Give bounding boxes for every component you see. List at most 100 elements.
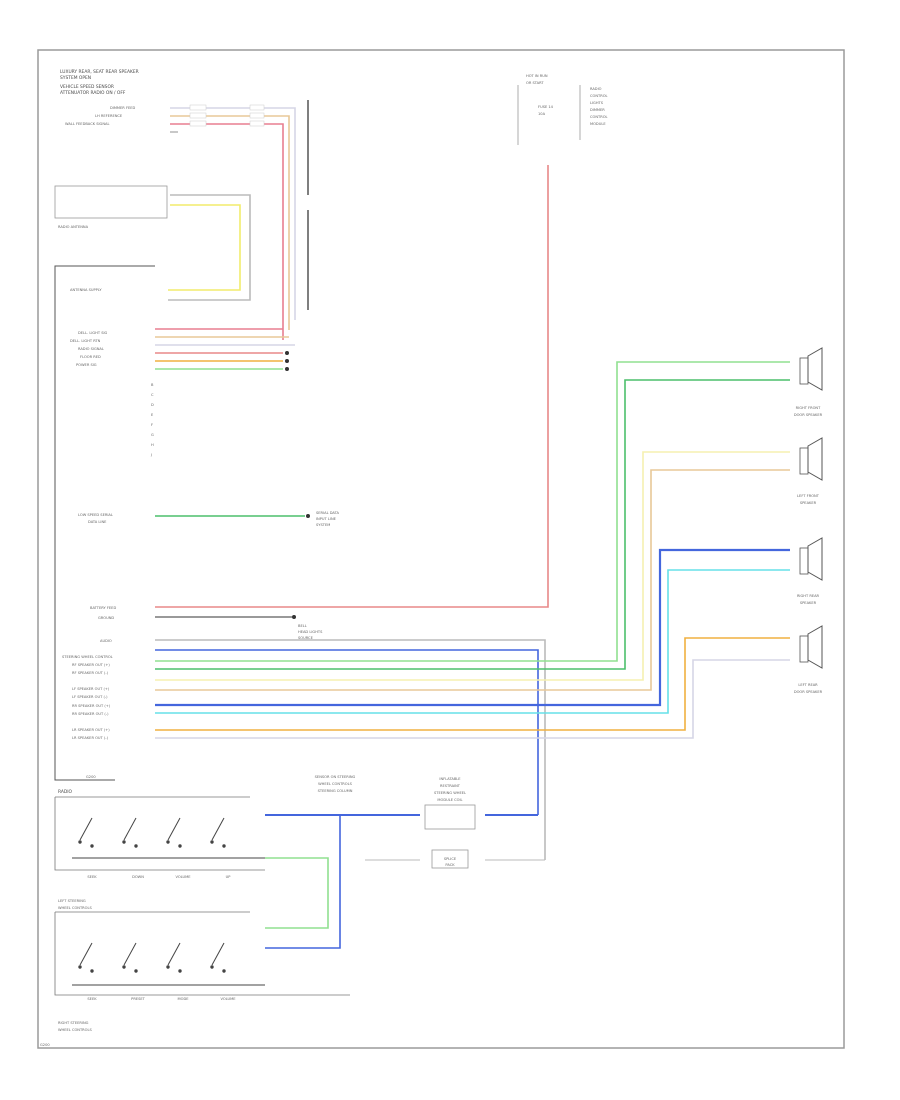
spk-pin-label-7: RR SPEAKER OUT (+) [72, 704, 111, 708]
svg-text:B: B [151, 383, 154, 387]
data-line-target-2: INPUT LINE [316, 517, 337, 521]
battery-feed-label: BATTERY FEED [90, 606, 116, 610]
top-pin-labels: DIMMER FEED LH REFERENCE WALL FEEDBACK S… [65, 106, 136, 126]
sw2-label-3: MODE [178, 997, 190, 1001]
sensor-labels: SENSOR ON STEERING WHEEL CONTROLS STEERI… [315, 775, 356, 793]
svg-text:F: F [151, 423, 153, 427]
spk-pin-label-3: RF SPEAKER OUT (+) [72, 663, 110, 667]
fuse-side-label-1: RADIO [590, 87, 602, 91]
diagram-border [37, 49, 845, 1049]
spk-pin-label-8: RR SPEAKER OUT (-) [72, 712, 109, 716]
speaker-rf-label-1: RIGHT FRONT [796, 406, 821, 410]
spk-pin-label-1: AUDIO [100, 639, 112, 643]
radio-module-outline [54, 265, 155, 781]
speaker-rf: RIGHT FRONT DOOR SPEAKER [794, 347, 823, 417]
left-pin-labels: ANTENNA SUPPLY DELL. LIGHT SIG DELL. LIG… [70, 288, 108, 367]
ground-target-2: HEAD LIGHTS [298, 630, 323, 634]
radio-label-1: LUXURY REAR, SEAT REAR SPEAKER [60, 69, 139, 75]
spk-pin-label-2: STEERING WHEEL CONTROL [62, 655, 113, 659]
antenna-wires [168, 194, 251, 301]
sensor-label-1: SENSOR ON STEERING [315, 775, 356, 779]
speaker-rf-label-2: DOOR SPEAKER [794, 413, 823, 417]
top-pin-label-1: DIMMER FEED [110, 106, 136, 110]
spk-pin-label-6: LF SPEAKER OUT (-) [72, 695, 108, 699]
data-line-target-3: SYSTEM [316, 523, 330, 527]
data-line-label-1: LOW SPEED SERIAL [78, 513, 113, 517]
speaker-lr-label-2: DOOR SPEAKER [794, 690, 823, 694]
pin-numbers: B C D E F G H J [150, 383, 154, 457]
top-pin-label-3: WALL FEEDBACK SIGNAL [65, 122, 109, 126]
data-line-label-2: DATA LINE [88, 520, 107, 524]
ground-label: GROUND [98, 616, 114, 620]
switch-group-2-title-2: WHEEL CONTROLS [58, 906, 92, 910]
left-pin-label-5: RADIO SIGNAL [78, 347, 104, 351]
fuse-side-label-2: CONTROL [590, 94, 608, 98]
sw1-label-4: UP [226, 875, 232, 879]
switch-group-2-box [54, 911, 350, 996]
ground-target-1: BELL [298, 624, 307, 628]
top-wire-tags [189, 104, 265, 127]
switch-group-2-title-1: LEFT STEERING [58, 899, 86, 903]
coil-label-3: STEERING WHEEL [434, 791, 466, 795]
switch-group-2 [72, 942, 265, 986]
fuse-label-2: OR START [526, 81, 544, 85]
left-pin-label-1: ANTENNA SUPPLY [70, 288, 102, 292]
fuse-side-label-3: LIGHTS [590, 101, 604, 105]
speaker-wires [155, 361, 790, 860]
sensor-label-3: STEERING COLUMN [318, 789, 353, 793]
steering-wires [265, 814, 545, 949]
speaker-rr-label-1: RIGHT REAR [797, 594, 820, 598]
radio-label-4: ATTENUATOR RADIO ON / OFF [60, 90, 126, 96]
switch-group-1 [72, 817, 265, 859]
left-pin-label-3: DELL. LIGHT SIG [78, 331, 108, 335]
svg-text:E: E [151, 413, 154, 417]
splice-label-1: SPLICE [444, 857, 457, 861]
speaker-lr: LEFT REAR DOOR SPEAKER [794, 625, 823, 694]
fuse-block: HOT IN RUN OR START FUSE 14 10A RADIO CO… [517, 74, 608, 145]
ground-target-3: SOURCE [298, 636, 314, 640]
fuse-side-label-5: CONTROL [590, 115, 608, 119]
svg-text:D: D [151, 403, 154, 407]
speaker-lf-label-1: LEFT FRONT [797, 494, 820, 498]
svg-text:J: J [150, 453, 152, 457]
sw2-label-2: PRESET [131, 997, 145, 1001]
speaker-lf-label-2: SPEAKER [800, 501, 817, 505]
speaker-pin-labels: AUDIO STEERING WHEEL CONTROL RF SPEAKER … [62, 639, 113, 740]
mid-left-terminals [285, 351, 289, 371]
speaker-rr: RIGHT REAR SPEAKER [797, 537, 823, 605]
sw2-label-4: VOLUME [220, 997, 236, 1001]
switch-group-1-labels: SEEK DOWN VOLUME UP [87, 875, 231, 879]
svg-text:H: H [151, 443, 154, 447]
switch-group-1-title: RADIO [58, 789, 73, 795]
bottom-ground-label: G200 [40, 1043, 50, 1047]
splice-box [431, 849, 469, 869]
coil-label-1: INFLATABLE [439, 777, 461, 781]
radio-label-2: SYSTEM OPEN [60, 75, 91, 81]
battery-feed-wire [155, 165, 549, 608]
coil-label-4: MODULE COIL [437, 798, 462, 802]
fuse-side-label-4: DIMMER [590, 108, 605, 112]
data-line-target-1: SERIAL DATA [316, 511, 340, 515]
radio-header-labels: LUXURY REAR, SEAT REAR SPEAKER SYSTEM OP… [60, 69, 139, 96]
sw1-label-3: VOLUME [175, 875, 191, 879]
sw2-label-1: SEEK [87, 997, 97, 1001]
antenna-label: RADIO ANTENNA [58, 225, 89, 229]
switch-group-1-box [54, 796, 265, 871]
fuse-label-1: HOT IN RUN [526, 74, 548, 78]
fuse-label-3: FUSE 14 [538, 105, 554, 109]
switch-group-3-title-1: RIGHT STEERING [58, 1021, 89, 1025]
left-pin-label-6: FLOOR RED [80, 355, 101, 359]
radio-label-3: VEHICLE SPEED SENSOR [60, 84, 114, 90]
sw1-label-1: SEEK [87, 875, 97, 879]
spk-pin-label-5: LF SPEAKER OUT (+) [72, 687, 110, 691]
mid-left-wires [155, 328, 295, 370]
spk-pin-label-9: LR SPEAKER OUT (+) [72, 728, 110, 732]
coil-labels: INFLATABLE RESTRAINT STEERING WHEEL MODU… [434, 777, 466, 802]
spk-pin-label-10: LR SPEAKER OUT (-) [72, 736, 109, 740]
data-line-terminal [306, 514, 310, 518]
fuse-side-label-6: MODULE [590, 122, 606, 126]
fuse-label-4: 10A [538, 112, 546, 116]
speaker-rr-label-2: SPEAKER [800, 601, 817, 605]
sw1-label-2: DOWN [132, 875, 144, 879]
